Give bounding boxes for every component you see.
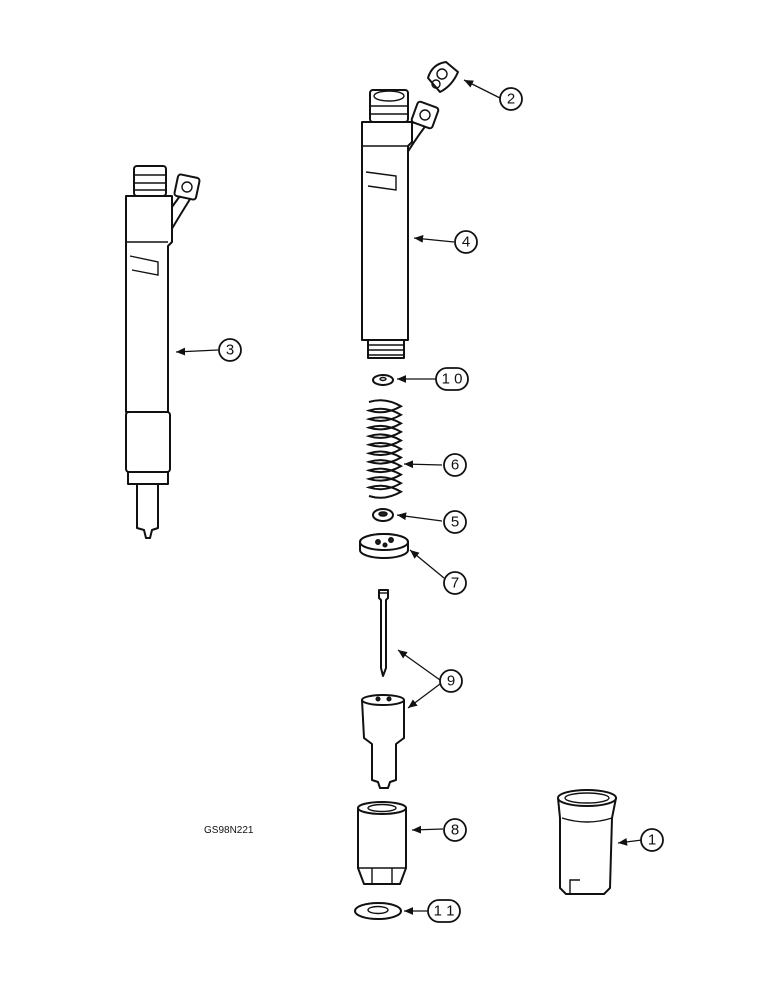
drawing-code: GS98N221	[204, 825, 254, 836]
injector-body-part-4	[361, 89, 440, 359]
leader-1	[617, 838, 643, 846]
callout-7: 7	[443, 571, 467, 595]
leader-lines	[175, 79, 643, 915]
svg-text:1 0: 1 0	[442, 371, 463, 388]
svg-text:1 1: 1 1	[434, 903, 455, 920]
injector-sleeve-part-1	[557, 789, 617, 895]
svg-text:3: 3	[226, 342, 234, 359]
callout-8: 8	[443, 818, 467, 842]
leader-8	[411, 825, 444, 834]
svg-text:9: 9	[447, 673, 455, 690]
leader-5	[396, 512, 443, 522]
leader-2	[463, 79, 501, 99]
leader-9b	[407, 683, 441, 709]
leader-7	[409, 549, 445, 579]
callout-5: 5	[443, 510, 467, 534]
svg-text:4: 4	[462, 234, 470, 251]
callout-10: 1 0	[435, 367, 469, 391]
nozzle-needle-part-9	[378, 589, 389, 677]
callout-3: 3	[218, 338, 242, 362]
callout-1: 1	[640, 828, 664, 852]
callout-2: 2	[499, 87, 523, 111]
leader-4	[413, 235, 455, 243]
leader-9a	[397, 649, 441, 681]
svg-text:1: 1	[648, 832, 656, 849]
leader-3	[175, 347, 219, 356]
intermediate-disc-part-7	[359, 533, 409, 559]
svg-text:5: 5	[451, 514, 459, 531]
spring-part-6	[365, 399, 403, 499]
leak-off-clip-part-2	[427, 61, 459, 93]
shim-washer-part-10	[372, 374, 394, 386]
callout-4: 4	[454, 230, 478, 254]
svg-text:8: 8	[451, 822, 459, 839]
svg-text:2: 2	[507, 91, 515, 108]
sealing-washer-part-11	[354, 902, 402, 920]
svg-text:7: 7	[451, 575, 459, 592]
spring-seat-part-5	[372, 508, 394, 522]
nozzle-nut-part-8	[357, 801, 407, 885]
callout-9: 9	[439, 669, 463, 693]
callout-11: 1 1	[427, 899, 461, 923]
callout-6: 6	[443, 453, 467, 477]
leader-6	[403, 460, 443, 469]
svg-text:6: 6	[451, 457, 459, 474]
nozzle-body-part-9	[361, 694, 405, 789]
injector-assembly-part-3	[125, 165, 201, 539]
